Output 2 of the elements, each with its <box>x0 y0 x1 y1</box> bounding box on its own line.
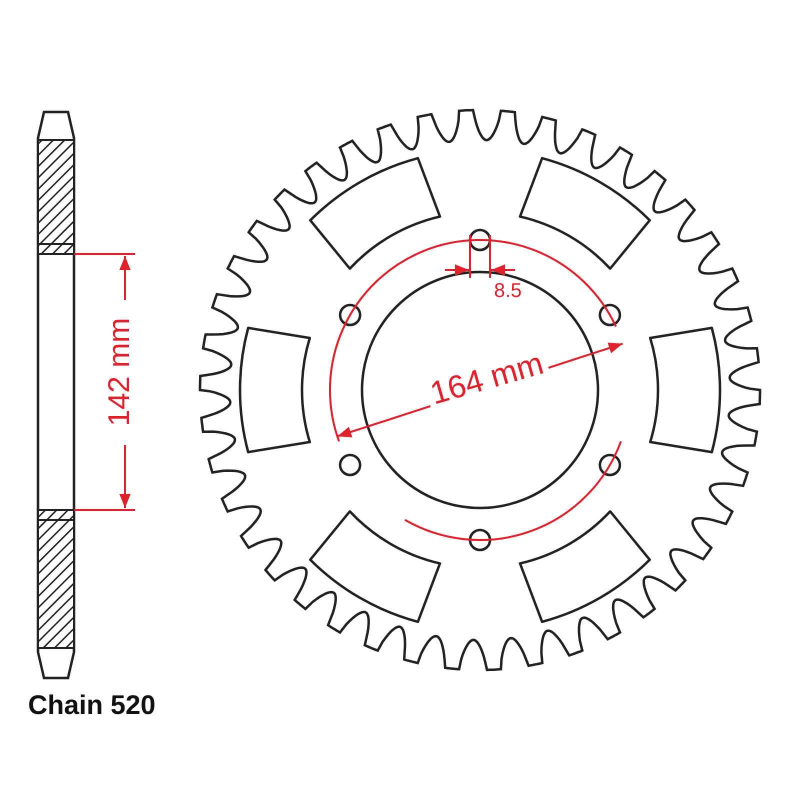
dimension-label: 8.5 <box>494 280 522 303</box>
chain-size-label: Chain 520 <box>28 690 156 721</box>
